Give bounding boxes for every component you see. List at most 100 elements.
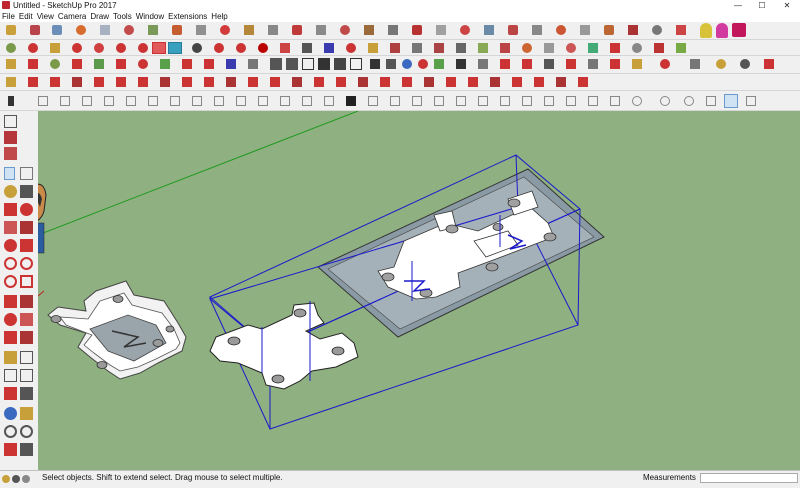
extension-tool-icon[interactable] bbox=[30, 25, 40, 35]
tool-icon[interactable] bbox=[126, 96, 136, 106]
extension-tool-icon[interactable] bbox=[138, 77, 148, 87]
active-tool-icon[interactable] bbox=[724, 94, 738, 108]
extension-tool-icon[interactable] bbox=[340, 25, 350, 35]
extension-tool-icon[interactable] bbox=[324, 43, 334, 53]
extension-tool-icon[interactable] bbox=[588, 59, 598, 69]
offset-tool-icon[interactable] bbox=[20, 331, 33, 344]
tool-icon[interactable] bbox=[684, 96, 694, 106]
extension-tool-icon[interactable] bbox=[214, 43, 224, 53]
extension-tool-icon[interactable] bbox=[182, 77, 192, 87]
extension-tool-icon[interactable] bbox=[6, 25, 16, 35]
extension-tool-icon[interactable] bbox=[220, 25, 230, 35]
menu-window[interactable]: Window bbox=[135, 12, 165, 21]
tool-icon[interactable] bbox=[478, 96, 488, 106]
extension-tool-icon[interactable] bbox=[358, 77, 368, 87]
extension-tool-icon[interactable] bbox=[716, 59, 726, 69]
extension-tool-icon[interactable] bbox=[6, 77, 16, 87]
paint-tool-icon[interactable] bbox=[4, 131, 17, 144]
extension-tool-icon[interactable] bbox=[424, 77, 434, 87]
extension-tool-icon[interactable] bbox=[456, 59, 466, 69]
orbit-tool-icon[interactable] bbox=[4, 407, 17, 420]
extension-tool-icon[interactable] bbox=[204, 59, 214, 69]
freehand-tool-icon[interactable] bbox=[20, 203, 33, 216]
extension-tool-icon[interactable] bbox=[72, 43, 82, 53]
extension-tool-icon[interactable] bbox=[764, 59, 774, 69]
extension-tool-icon[interactable] bbox=[148, 25, 158, 35]
tool-icon[interactable] bbox=[412, 96, 422, 106]
zoom-window-icon[interactable] bbox=[20, 425, 33, 438]
extension-tool-icon[interactable] bbox=[152, 42, 166, 54]
extension-tool-icon[interactable] bbox=[346, 43, 356, 53]
extension-tool-icon[interactable] bbox=[534, 77, 544, 87]
tool-icon[interactable] bbox=[38, 96, 48, 106]
rotate-tool-icon[interactable] bbox=[4, 313, 17, 326]
component-tool-icon[interactable] bbox=[4, 147, 17, 160]
tool-icon[interactable] bbox=[302, 96, 312, 106]
tool-icon[interactable] bbox=[390, 96, 400, 106]
extension-tool-icon[interactable] bbox=[268, 25, 278, 35]
extension-tool-icon[interactable] bbox=[248, 59, 258, 69]
extension-tool-icon[interactable] bbox=[740, 59, 750, 69]
extension-tool-icon[interactable] bbox=[50, 77, 60, 87]
arc-tool-icon[interactable] bbox=[4, 257, 17, 270]
menu-draw[interactable]: Draw bbox=[90, 12, 110, 21]
polygon-tool-icon[interactable] bbox=[20, 239, 33, 252]
menu-extensions[interactable]: Extensions bbox=[168, 12, 208, 21]
extension-tool-icon[interactable] bbox=[632, 59, 642, 69]
tool-icon[interactable] bbox=[280, 96, 290, 106]
zoom-extents-icon[interactable] bbox=[4, 443, 17, 456]
protractor-icon[interactable] bbox=[4, 369, 17, 382]
paint-bucket-icon[interactable] bbox=[4, 185, 17, 198]
extension-tool-icon[interactable] bbox=[28, 77, 38, 87]
extension-tool-icon[interactable] bbox=[566, 59, 576, 69]
menu-camera[interactable]: Camera bbox=[57, 12, 87, 21]
extension-tool-icon[interactable] bbox=[436, 25, 446, 35]
extension-tool-icon[interactable] bbox=[204, 77, 214, 87]
tool-icon[interactable] bbox=[632, 96, 642, 106]
move-tool-icon[interactable] bbox=[4, 295, 17, 308]
zoom-tool-icon[interactable] bbox=[4, 425, 17, 438]
extension-tool-icon[interactable] bbox=[500, 43, 510, 53]
tool-icon[interactable] bbox=[746, 96, 756, 106]
extension-tool-icon[interactable] bbox=[244, 25, 254, 35]
geo-location-icon[interactable] bbox=[2, 475, 10, 483]
extension-tool-icon[interactable] bbox=[388, 25, 398, 35]
extension-tool-icon[interactable] bbox=[468, 77, 478, 87]
extension-tool-icon[interactable] bbox=[160, 77, 170, 87]
rotated-rectangle-icon[interactable] bbox=[20, 221, 33, 234]
extension-tool-icon[interactable] bbox=[690, 59, 700, 69]
extension-tool-icon[interactable] bbox=[610, 59, 620, 69]
tool-icon[interactable] bbox=[170, 96, 180, 106]
tool-icon[interactable] bbox=[60, 96, 70, 106]
extension-tool-icon[interactable] bbox=[676, 43, 686, 53]
extension-tool-icon[interactable] bbox=[364, 25, 374, 35]
extension-tool-icon[interactable] bbox=[226, 59, 236, 69]
bottle-extension-icon[interactable] bbox=[716, 23, 728, 38]
extension-tool-icon[interactable] bbox=[94, 77, 104, 87]
style-icon[interactable] bbox=[386, 59, 396, 69]
bottle-extension-icon[interactable] bbox=[700, 23, 712, 38]
extension-tool-icon[interactable] bbox=[544, 59, 554, 69]
menu-help[interactable]: Help bbox=[211, 12, 228, 21]
text-tool-icon[interactable] bbox=[20, 369, 33, 382]
axes-tool-icon[interactable] bbox=[4, 387, 17, 400]
extension-tool-icon[interactable] bbox=[566, 43, 576, 53]
component-part-front[interactable] bbox=[209, 301, 359, 390]
style-icon[interactable] bbox=[402, 59, 412, 69]
extension-tool-icon[interactable] bbox=[434, 43, 444, 53]
eraser-icon[interactable] bbox=[20, 167, 33, 180]
select-arrow-icon[interactable] bbox=[8, 96, 14, 106]
tool-icon[interactable] bbox=[104, 96, 114, 106]
tool-icon[interactable] bbox=[706, 96, 716, 106]
extension-tool-icon[interactable] bbox=[72, 59, 82, 69]
extension-tool-icon[interactable] bbox=[94, 59, 104, 69]
menu-view[interactable]: View bbox=[36, 12, 54, 21]
push-pull-icon[interactable] bbox=[20, 295, 33, 308]
modeling-viewport[interactable] bbox=[38, 111, 800, 470]
tool-icon[interactable] bbox=[82, 96, 92, 106]
extension-tool-icon[interactable] bbox=[226, 77, 236, 87]
extension-tool-icon[interactable] bbox=[50, 59, 60, 69]
tool-icon[interactable] bbox=[610, 96, 620, 106]
gear-icon[interactable] bbox=[732, 23, 746, 37]
extension-tool-icon[interactable] bbox=[50, 43, 60, 53]
